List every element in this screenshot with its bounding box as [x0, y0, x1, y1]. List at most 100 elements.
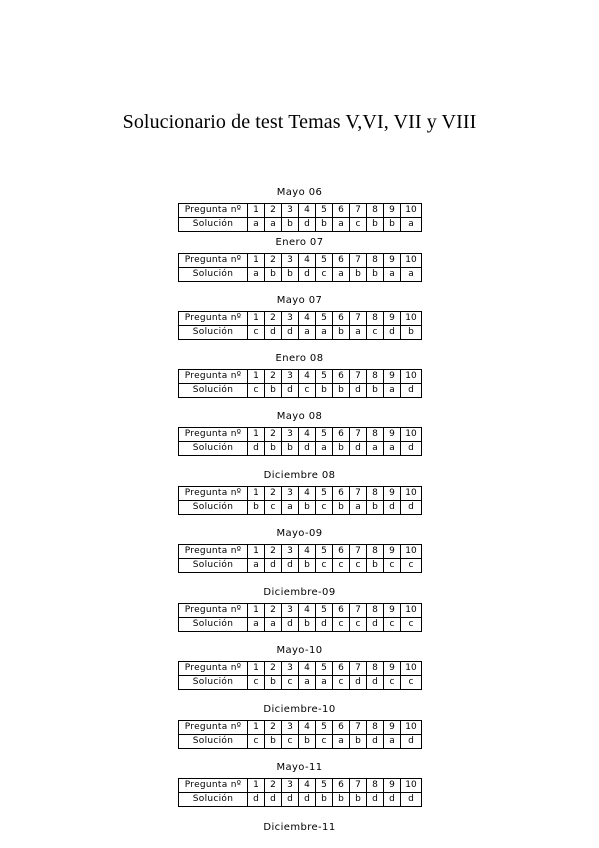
answer-cell: d [281, 617, 299, 632]
solution-label: Solución [178, 500, 248, 515]
question-number-cell: 6 [332, 311, 350, 326]
question-number-cell: 9 [383, 778, 401, 793]
solution-label: Solución [178, 558, 248, 573]
question-label: Pregunta nº [178, 369, 248, 384]
answer-cell: b [264, 734, 282, 749]
answer-cell: d [281, 383, 299, 398]
question-number-cell: 10 [400, 661, 422, 676]
question-label: Pregunta nº [178, 720, 248, 735]
answer-cell: a [298, 325, 316, 340]
question-number-cell: 3 [281, 486, 299, 501]
answer-cell: a [349, 325, 367, 340]
question-label: Pregunta nº [178, 203, 248, 218]
answer-cell: c [315, 558, 333, 573]
answer-cell: c [264, 500, 282, 515]
answer-cell: d [383, 792, 401, 807]
answer-cell: d [383, 325, 401, 340]
question-number-cell: 10 [400, 253, 422, 268]
question-number-cell: 7 [349, 311, 367, 326]
question-number-cell: 10 [400, 369, 422, 384]
answer-cell: a [247, 267, 265, 282]
question-number-cell: 9 [383, 253, 401, 268]
question-number-cell: 6 [332, 203, 350, 218]
question-number-cell: 2 [264, 778, 282, 793]
answer-cell: c [247, 675, 265, 690]
question-number-cell: 1 [247, 544, 265, 559]
question-label: Pregunta nº [178, 544, 248, 559]
answer-cell: a [366, 441, 384, 456]
answer-cell: c [383, 675, 401, 690]
answer-cell: d [264, 558, 282, 573]
solution-label: Solución [178, 675, 248, 690]
question-number-cell: 1 [247, 661, 265, 676]
answer-cell: a [400, 217, 422, 232]
answer-cell: c [281, 675, 299, 690]
section-title: Diciembre-10 [263, 704, 336, 715]
answer-cell: d [366, 617, 384, 632]
answer-cell: a [298, 675, 316, 690]
question-number-cell: 1 [247, 486, 265, 501]
question-number-cell: 5 [315, 369, 333, 384]
answer-cell: d [400, 500, 422, 515]
answer-cell: b [281, 217, 299, 232]
question-number-cell: 9 [383, 603, 401, 618]
answer-cell: d [349, 675, 367, 690]
question-number-cell: 7 [349, 720, 367, 735]
question-number-cell: 4 [298, 661, 316, 676]
answer-cell: b [298, 734, 316, 749]
question-number-cell: 5 [315, 661, 333, 676]
answer-cell: b [281, 441, 299, 456]
question-number-cell: 7 [349, 203, 367, 218]
answer-cell: d [247, 441, 265, 456]
question-number-cell: 6 [332, 253, 350, 268]
question-number-cell: 7 [349, 661, 367, 676]
answer-cell: b [366, 267, 384, 282]
answer-cell: d [298, 217, 316, 232]
solution-label: Solución [178, 383, 248, 398]
answer-cell: b [332, 325, 350, 340]
answer-cell: c [281, 734, 299, 749]
question-number-cell: 2 [264, 486, 282, 501]
answer-cell: c [349, 558, 367, 573]
answer-cell: d [298, 267, 316, 282]
answer-cell: b [298, 558, 316, 573]
question-number-cell: 5 [315, 311, 333, 326]
question-number-cell: 1 [247, 720, 265, 735]
solution-label: Solución [178, 441, 248, 456]
answer-cell: c [400, 558, 422, 573]
answer-cell: c [349, 617, 367, 632]
answer-cell: a [383, 441, 401, 456]
answer-cell: d [366, 675, 384, 690]
answer-cell: a [315, 441, 333, 456]
question-number-cell: 2 [264, 369, 282, 384]
answer-cell: d [281, 325, 299, 340]
solution-label: Solución [178, 617, 248, 632]
question-number-cell: 4 [298, 603, 316, 618]
question-number-cell: 10 [400, 427, 422, 442]
question-number-cell: 10 [400, 603, 422, 618]
question-number-cell: 10 [400, 544, 422, 559]
question-number-cell: 8 [366, 427, 384, 442]
answer-cell: b [264, 267, 282, 282]
question-label: Pregunta nº [178, 486, 248, 501]
question-number-cell: 3 [281, 369, 299, 384]
question-number-cell: 4 [298, 311, 316, 326]
answer-cell: c [332, 558, 350, 573]
question-number-cell: 3 [281, 427, 299, 442]
answer-cell: d [281, 792, 299, 807]
